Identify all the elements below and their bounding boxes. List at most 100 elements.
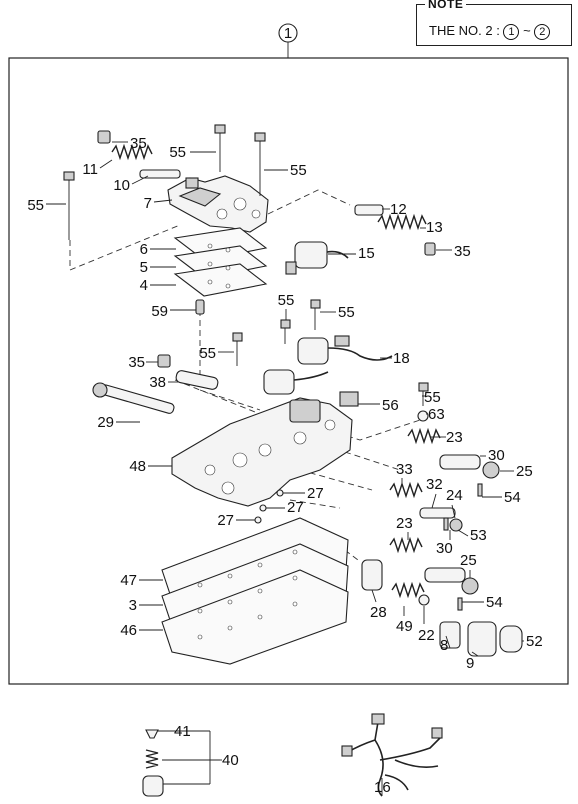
note-range-end: 2 — [534, 24, 551, 40]
leader-line — [99, 159, 113, 169]
part-number: 27 — [287, 499, 304, 516]
note-range-sep: ~ — [523, 23, 531, 38]
part-number: 25 — [460, 552, 477, 569]
part-number: 54 — [486, 594, 503, 611]
part-callout-54: 54 — [462, 594, 503, 611]
part-callout-10: 10 — [113, 175, 149, 194]
part-number: 28 — [370, 604, 387, 621]
part-callout-30: 30 — [436, 530, 453, 557]
part-number: 55 — [199, 345, 216, 362]
separator-plates-lower — [161, 517, 349, 665]
part-callout-55: 55 — [278, 292, 294, 320]
part-number: 30 — [436, 540, 453, 557]
part-callout-12: 12 — [382, 201, 407, 218]
part-number: 33 — [396, 461, 413, 478]
part-number: 22 — [418, 627, 435, 644]
part-number: 59 — [151, 303, 168, 320]
part-number: 35 — [128, 354, 145, 371]
part-callout-41: 41 — [160, 723, 191, 740]
part-callout-55: 55 — [27, 197, 66, 214]
part-number: 23 — [396, 515, 413, 532]
part-callout-27: 27 — [266, 499, 304, 516]
wiring-harness — [341, 713, 443, 797]
part-number: 52 — [526, 633, 543, 650]
part-callout-38: 38 — [149, 374, 178, 391]
part-callout-53: 53 — [457, 527, 487, 544]
part-number: 55 — [27, 197, 44, 214]
lower-right-valves — [361, 559, 523, 657]
part-callout-24: 24 — [446, 487, 463, 519]
part-callout-3: 3 — [129, 597, 163, 614]
part-callout-23: 23 — [396, 515, 413, 540]
part-callout-35: 35 — [128, 354, 158, 371]
part-number: 24 — [446, 487, 463, 504]
part-number: 3 — [129, 597, 137, 614]
part-callout-55: 55 — [169, 144, 216, 161]
part-number: 8 — [440, 637, 448, 654]
part-callout-55: 55 — [264, 162, 307, 179]
part-number: 32 — [426, 476, 443, 493]
assembly-frame — [8, 57, 569, 685]
part-number: 55 — [424, 389, 441, 406]
part-number: 54 — [504, 489, 521, 506]
part-callout-40: 40 — [210, 752, 239, 769]
note-box: NOTE THE NO. 2 : 1 ~ 2 — [416, 0, 572, 46]
part-number: 41 — [174, 723, 191, 740]
bolts — [63, 124, 429, 406]
separator-plates-upper — [173, 227, 268, 297]
check-balls — [254, 489, 284, 524]
part-callout-46: 46 — [120, 622, 163, 639]
part-callout-13: 13 — [420, 219, 443, 236]
note-range-start: 1 — [503, 24, 520, 40]
part-callout-6: 6 — [140, 241, 176, 258]
part-number: 30 — [488, 447, 505, 464]
part-callout-15: 15 — [328, 245, 375, 262]
part-number: 63 — [428, 406, 445, 423]
part-number: 35 — [454, 243, 471, 260]
part-callout-32: 32 — [426, 476, 443, 509]
part-callout-54: 54 — [482, 489, 521, 506]
part-callout-52: 52 — [522, 633, 543, 650]
part-callout-49: 49 — [396, 606, 413, 635]
part-callout-4: 4 — [140, 277, 176, 294]
upper-valve-body — [167, 175, 269, 233]
part-callout-27: 27 — [283, 485, 324, 502]
part-number: 48 — [129, 458, 146, 475]
part-callout-55: 55 — [320, 304, 355, 321]
part-number: 15 — [358, 245, 375, 262]
part-number: 27 — [217, 512, 234, 529]
leader-line — [131, 175, 149, 185]
part-number: 6 — [140, 241, 148, 258]
part-number: 55 — [290, 162, 307, 179]
part-number: 23 — [446, 429, 463, 446]
part-callout-8: 8 — [440, 635, 451, 654]
leader-line — [451, 504, 456, 519]
leader-line — [471, 651, 479, 657]
part-number: 5 — [140, 259, 148, 276]
leader-line — [153, 199, 173, 203]
part-callout-28: 28 — [370, 589, 387, 621]
part-callout-55: 55 — [422, 389, 441, 406]
part-callout-25: 25 — [460, 552, 477, 578]
note-title: NOTE — [425, 0, 467, 11]
part-callout-16: 16 — [374, 778, 391, 796]
part-callout-18: 18 — [380, 350, 410, 367]
part-number: 12 — [390, 201, 407, 218]
part-number: 55 — [169, 144, 186, 161]
part-callout-63: 63 — [426, 406, 445, 423]
note-text: THE NO. 2 : 1 ~ 2 — [429, 23, 551, 40]
note-prefix: THE NO. 2 — [429, 23, 493, 38]
part-number: 49 — [396, 618, 413, 635]
part-number: 7 — [144, 195, 152, 212]
part-callout-35: 35 — [112, 135, 147, 152]
part-callout-33: 33 — [396, 461, 413, 484]
part-number: 25 — [516, 463, 533, 480]
solenoids — [263, 241, 393, 407]
part-number: 53 — [470, 527, 487, 544]
part-number: 10 — [113, 177, 130, 194]
springs — [111, 143, 441, 599]
note-colon: : — [496, 23, 500, 38]
part-callout-35: 35 — [436, 243, 471, 260]
